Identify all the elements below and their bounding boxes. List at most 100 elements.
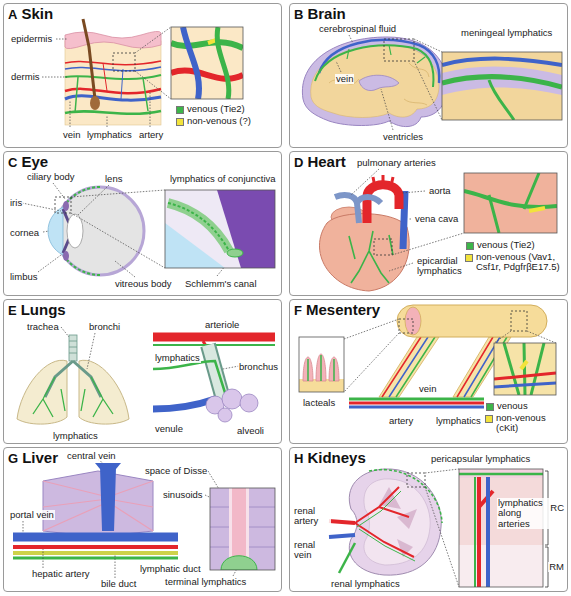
panel-heading: BBrain [294, 5, 346, 23]
kidney-illustration-part-part [474, 477, 476, 587]
legend-text: venous [497, 401, 528, 411]
kidney-illustration-part [349, 469, 441, 575]
brain-illustration-part-part [489, 80, 514, 120]
panel-title: Brain [307, 5, 345, 22]
lungs-illustration-part [218, 408, 232, 422]
brain-illustration [302, 35, 562, 130]
part-label: limbus [9, 272, 38, 282]
lungs-illustration-part [33, 377, 113, 417]
mesentery-illustration-part [299, 354, 344, 392]
part-label: meningeal lymphatics [460, 28, 553, 38]
liver-illustration-part [13, 551, 178, 555]
panel-letter: D [294, 155, 303, 170]
part-label: dermis [10, 72, 41, 82]
mesentery-illustration-part [349, 402, 484, 405]
skin-illustration-part [90, 96, 100, 110]
skin-illustration-part [75, 77, 148, 113]
heart-illustration-part [464, 173, 557, 233]
skin-illustration-part-part [171, 42, 243, 48]
eye-illustration-part [56, 187, 144, 275]
kidney-illustration-part-part [459, 473, 543, 476]
brain-illustration-part-part [442, 66, 562, 95]
part-label: lymphatics of conjunctiva [169, 174, 277, 184]
eye-illustration-part [61, 187, 100, 211]
heart-illustration-part [373, 175, 393, 187]
panel-heading: FMesentery [294, 301, 380, 319]
mesentery-illustration-part-part [494, 383, 556, 387]
legend-swatch [176, 106, 184, 114]
panel-heading: HKidneys [294, 449, 366, 467]
liver-illustration-part [43, 481, 153, 531]
eye-illustration-part [165, 190, 275, 268]
part-label: bronchi [88, 322, 121, 332]
part-label: cerebrospinal fluid [318, 24, 397, 34]
liver-illustration-part [100, 467, 116, 531]
kidney-illustration-part-part [486, 477, 490, 587]
lungs-illustration-part [61, 327, 95, 369]
liver-illustration-part [210, 488, 275, 570]
part-label: RC [549, 503, 565, 513]
skin-illustration-part-part [183, 27, 199, 99]
skin-illustration-part [83, 19, 95, 99]
part-label: renal vein [293, 540, 331, 561]
part-label: lymphatics [435, 416, 482, 426]
legend-swatch [466, 242, 474, 250]
legend-item: non-venous (cKit) [485, 413, 565, 434]
part-label: alveoli [236, 426, 265, 436]
lungs-illustration [17, 327, 275, 424]
legend-text: venous (Tie2) [187, 104, 245, 114]
part-label: iris [9, 198, 23, 208]
eye-illustration-part [63, 251, 69, 261]
part-label: aorta [428, 186, 452, 196]
panel-letter: E [8, 303, 17, 318]
kidney-illustration-part [357, 491, 415, 561]
part-label: lymphatics [52, 431, 99, 441]
heart-illustration-part [464, 173, 557, 233]
heart-illustration-part-part [489, 173, 539, 233]
part-label: lacteals [302, 398, 336, 408]
skin-illustration-part [121, 69, 123, 99]
kidney-illustration-part [329, 521, 355, 523]
panel-letter: F [294, 303, 302, 318]
part-label: central vein [66, 451, 117, 461]
eye-illustration-part [48, 207, 63, 255]
panel-heading: DHeart [294, 153, 346, 171]
skin-illustration-part [65, 89, 161, 93]
eye-illustration-part-part [227, 249, 243, 257]
part-label: space of Disse [144, 466, 208, 476]
eye-illustration-part [165, 190, 275, 268]
mesentery-illustration-part [396, 337, 507, 397]
mesentery-illustration-part [389, 337, 500, 397]
heart-illustration-part [335, 195, 381, 223]
kidney-illustration [329, 469, 548, 587]
part-label: lymphatics along arteries [497, 498, 549, 529]
skin-illustration-part [42, 39, 150, 127]
part-label: lens [104, 174, 123, 184]
part-label: ventricles [382, 132, 424, 142]
mesentery-illustration-part-part [303, 354, 339, 381]
part-label: renal lymphatics [330, 579, 401, 589]
part-label: hepatic artery [31, 569, 91, 579]
skin-illustration-part [103, 63, 107, 91]
part-label: renal artery [293, 506, 331, 527]
lungs-illustration-part [222, 389, 242, 409]
brain-illustration-part-part [442, 59, 562, 65]
mesentery-illustration-part-part [521, 361, 527, 369]
eye-illustration-part [63, 201, 69, 211]
mesentery-illustration-part [494, 331, 556, 343]
legend-text: venous (Tie2) [477, 240, 535, 250]
legend-swatch [486, 403, 494, 411]
part-label: Schlemm's canal [184, 279, 258, 289]
heart-illustration-part [392, 233, 464, 255]
legend-swatch [485, 415, 493, 423]
skin-illustration-part [65, 31, 161, 48]
panel-letter: C [8, 155, 17, 170]
part-label: vein [335, 74, 354, 84]
mesentery-illustration-part [494, 343, 556, 395]
skin-illustration-part [171, 27, 243, 99]
skin-illustration-part [113, 53, 135, 71]
heart-illustration-part [367, 185, 399, 223]
panel-heading: GLiver [8, 449, 58, 467]
brain-illustration-part [359, 75, 399, 90]
kidney-illustration-part [407, 473, 425, 487]
